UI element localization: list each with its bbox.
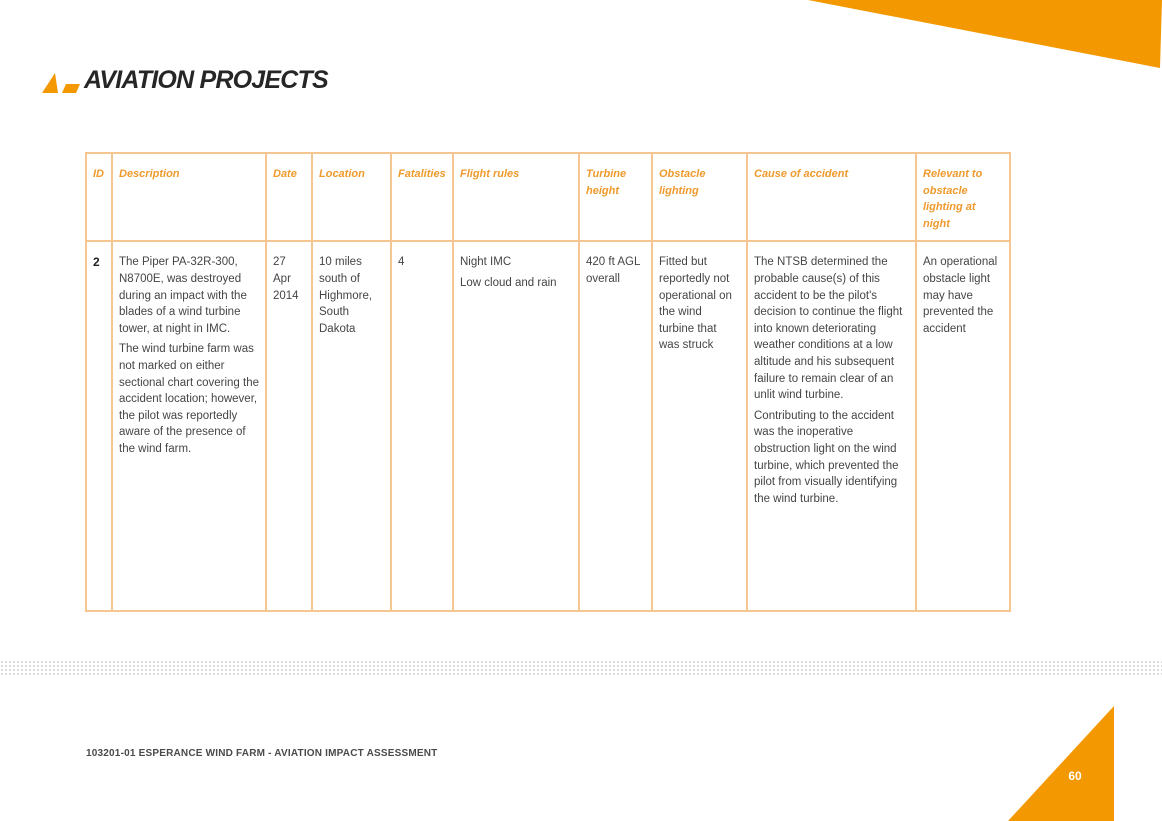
corner-page-shape — [1008, 706, 1114, 821]
cell-location: 10 miles south of Highmore, South Dakota — [311, 240, 392, 613]
header-location: Location — [311, 151, 392, 243]
header-description: Description — [111, 151, 267, 243]
cell-date: 27 Apr 2014 — [265, 240, 313, 613]
cell-turbine-height: 420 ft AGL overall — [578, 240, 653, 613]
table-header-row: ID Description Date Location Fatalities … — [85, 151, 1011, 243]
header-date: Date — [265, 151, 313, 243]
cell-cause: The NTSB determined the probable cause(s… — [746, 240, 917, 613]
cell-obstacle-lighting: Fitted but reportedly not operational on… — [651, 240, 748, 613]
header-relevant: Relevant to obstacle lighting at night — [915, 151, 1011, 243]
cell-id: 2 — [85, 240, 113, 613]
cell-relevant: An operational obstacle light may have p… — [915, 240, 1011, 613]
cell-description: The Piper PA-32R-300, N8700E, was destro… — [111, 240, 267, 613]
cell-fatalities: 4 — [390, 240, 454, 613]
page-number: 60 — [1068, 769, 1082, 783]
document-title: 103201-01 ESPERANCE WIND FARM - AVIATION… — [86, 748, 438, 759]
header-cause: Cause of accident — [746, 151, 917, 243]
flight-rules-line: Night IMC — [460, 256, 512, 269]
header-flight-rules: Flight rules — [452, 151, 580, 243]
flight-rules-line: Low cloud and rain — [460, 276, 557, 289]
cause-paragraph: Contributing to the accident was the ino… — [754, 409, 899, 505]
table-row: 2 The Piper PA-32R-300, N8700E, was dest… — [85, 240, 1011, 613]
dotted-divider — [0, 660, 1162, 677]
top-banner-shape — [808, 0, 1162, 68]
header-id: ID — [85, 151, 113, 243]
cause-paragraph: The NTSB determined the probable cause(s… — [754, 256, 903, 402]
cell-flight-rules: Night IMC Low cloud and rain — [452, 240, 580, 613]
description-paragraph: The Piper PA-32R-300, N8700E, was destro… — [119, 256, 247, 335]
header-turbine-height: Turbine height — [578, 151, 653, 243]
logo-mark-icon — [42, 72, 80, 93]
logo-text: AVIATION PROJECTS — [84, 66, 329, 94]
header-obstacle-lighting: Obstacle lighting — [651, 151, 748, 243]
accident-table: ID Description Date Location Fatalities … — [85, 151, 1011, 613]
description-paragraph: The wind turbine farm was not marked on … — [119, 343, 259, 455]
logo: AVIATION PROJECTS — [42, 66, 329, 95]
header-fatalities: Fatalities — [390, 151, 454, 243]
